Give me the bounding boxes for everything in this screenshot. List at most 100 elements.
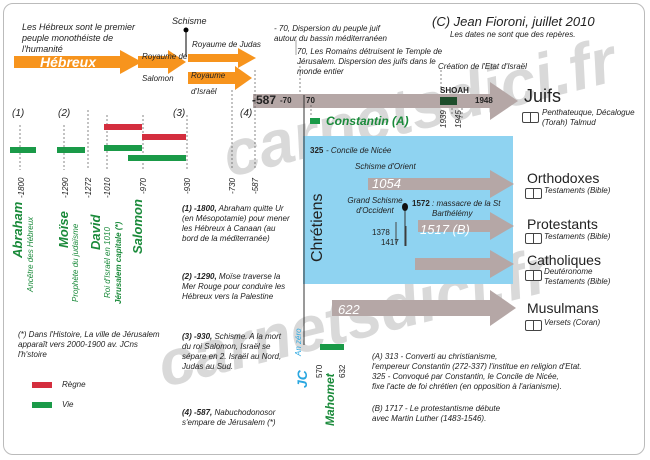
musulmans-label: Musulmans xyxy=(527,300,599,316)
note-2-text: Moïse traverse la Mer Rouge pour conduir… xyxy=(182,272,286,301)
shoah-label: SHOAH xyxy=(440,86,469,95)
person-abraham: Abraham xyxy=(10,201,25,258)
mahomet-label: Mahomet xyxy=(323,373,337,426)
orthodoxes-arrow xyxy=(368,170,514,198)
date-minus1800: -1800 xyxy=(17,177,26,198)
year-minus70: -70 xyxy=(280,96,292,105)
juifs-arrow xyxy=(253,82,518,120)
vie-bar-salomon xyxy=(128,155,186,161)
year-1378: 1378 xyxy=(372,228,390,237)
barthelemy-label: : massacre de la St Barthélémy xyxy=(432,199,501,218)
vie-bar-mahomet xyxy=(320,344,344,350)
marker-2: (2) xyxy=(58,108,71,119)
year-1054: 1054 xyxy=(372,176,401,191)
note-a-2: l'empereur Constantin (272-337) l'instit… xyxy=(372,362,582,371)
marker-4: (4) xyxy=(240,108,253,119)
rounded-frame xyxy=(3,3,645,455)
year-1948: 1948 xyxy=(475,96,493,105)
year-plus70: 70 xyxy=(306,96,315,105)
person-david: David xyxy=(88,214,103,250)
vie-bar-abraham xyxy=(10,147,36,153)
royaume-judas-label: Royaume de Judas xyxy=(192,40,261,49)
hebreux-arrow xyxy=(14,50,142,74)
dates-note: Les dates ne sont que des repères. xyxy=(450,30,576,39)
person-salomon: Salomon xyxy=(130,199,145,254)
regne-bar-david xyxy=(104,124,142,130)
regne-bar-salomon xyxy=(142,134,186,140)
marker-3: (3) xyxy=(173,108,186,119)
note-4-text: Nabuchodonosor s'empare de Jérusalem (*) xyxy=(182,408,276,427)
chretiens-label: Chrétiens xyxy=(309,193,326,262)
royaume-salomon-label: Royaume de Salomon xyxy=(142,52,188,83)
schisme-label: Schisme xyxy=(172,16,207,26)
year-minus587: -587 xyxy=(252,93,277,107)
date-minus970: -970 xyxy=(139,177,148,194)
dot-1572 xyxy=(402,203,408,211)
constantin-label: Constantin (A) xyxy=(326,114,409,128)
protestants-texts: Testaments (Bible) xyxy=(544,232,611,241)
note-2-head: (2) -1290, xyxy=(182,272,217,281)
year-1939: 1939 xyxy=(439,110,448,128)
date-minus587: -587 xyxy=(251,177,260,194)
person-moise: Moïse xyxy=(56,211,71,248)
date-minus1272: -1272 xyxy=(84,177,93,198)
note-a-4: fixe l'acte de foi chrétien (en oppositi… xyxy=(372,382,562,391)
marker-1: (1) xyxy=(12,108,25,119)
schisme-dot xyxy=(183,27,189,33)
vie-bar-moise xyxy=(57,147,85,153)
royaume-israel-label: Royaume d'Israël xyxy=(191,71,226,96)
protestants-label: Protestants xyxy=(527,216,598,232)
note-2: (2) -1290, Moïse traverse la Mer Rouge p… xyxy=(182,272,292,302)
star-note: (*) Dans l'Histoire, La ville de Jérusal… xyxy=(18,330,160,359)
grand-schisme-label: Grand Schisme d'Occident xyxy=(347,196,403,215)
year-1572: 1572 xyxy=(412,199,430,208)
catholiques-arrow xyxy=(415,250,514,278)
dispersion-70-note: - 70, Dispersion du peuple juif autour d… xyxy=(274,24,387,43)
year-1517: 1517 (B) xyxy=(420,222,470,237)
judas-arrow xyxy=(188,48,256,68)
person-moise-sub: Prophète du judaïsme xyxy=(71,223,80,302)
musulmans-book-icon xyxy=(525,320,542,331)
legend-regne-label: Règne xyxy=(62,380,86,389)
nicee-year: 325 xyxy=(310,146,324,155)
note-1: (1) -1800, Abraham quitte Ur (en Mésopot… xyxy=(182,204,292,244)
date-minus1010: -1010 xyxy=(103,177,112,198)
person-david-sub: Roi d'Israël en 1010 xyxy=(103,227,112,298)
year-1417: 1417 xyxy=(381,238,399,247)
date-minus1290: -1290 xyxy=(61,177,70,198)
jc-label: JC xyxy=(294,370,310,388)
note-3-head: (3) -930, xyxy=(182,332,213,341)
israel-arrow xyxy=(188,66,252,90)
hebreux-label: Hébreux xyxy=(40,54,97,70)
juifs-texts: Penthateuque, Décalogue (Torah) Talmud xyxy=(542,108,635,127)
schisme-orient-label: Schisme d'Orient xyxy=(355,162,416,171)
catholiques-texts: Deutéronome Testaments (Bible) xyxy=(544,267,611,286)
person-abraham-sub: Ancêtre des Hébreux xyxy=(26,216,35,292)
note-4-head: (4) -587, xyxy=(182,408,213,417)
salomon-arrow xyxy=(138,50,186,74)
protestants-book-icon xyxy=(525,233,542,244)
vie-bar-david xyxy=(104,145,142,151)
note-b-1: (B) 1717 - Le protestantisme débute xyxy=(372,404,501,413)
shoah-bar xyxy=(440,97,457,105)
juifs-label: Juifs xyxy=(524,86,562,106)
catholiques-label: Catholiques xyxy=(527,252,601,268)
person-david-sub2: Jérusalem capitale (*) xyxy=(114,221,123,304)
an-zero-label: An zéro xyxy=(294,328,303,356)
legend-vie-swatch xyxy=(32,402,52,408)
note-a-1: (A) 313 - Converti au christianisme, xyxy=(372,352,498,361)
year-622: 622 xyxy=(338,302,360,317)
note-a-3: 325 - Convoqué par Constantin, le Concil… xyxy=(372,372,559,381)
year-1945: 1945 xyxy=(454,110,463,128)
note-3-text: Schisme. A la mort du roi Salomon, Israë… xyxy=(182,332,282,371)
date-minus730: -730 xyxy=(228,177,237,194)
note-1-text: Abraham quitte Ur (en Mésopotamie) pour … xyxy=(182,204,290,243)
creation-israel-note: Création de l'Etat d'Israël xyxy=(438,62,527,71)
juifs-book-icon xyxy=(522,112,539,123)
date-minus930: -930 xyxy=(183,177,192,194)
note-1-head: (1) -1800, xyxy=(182,204,217,213)
catholiques-book-icon xyxy=(525,270,542,281)
romains-70-note: 70, Les Romains détruisent le Temple de … xyxy=(297,47,443,76)
